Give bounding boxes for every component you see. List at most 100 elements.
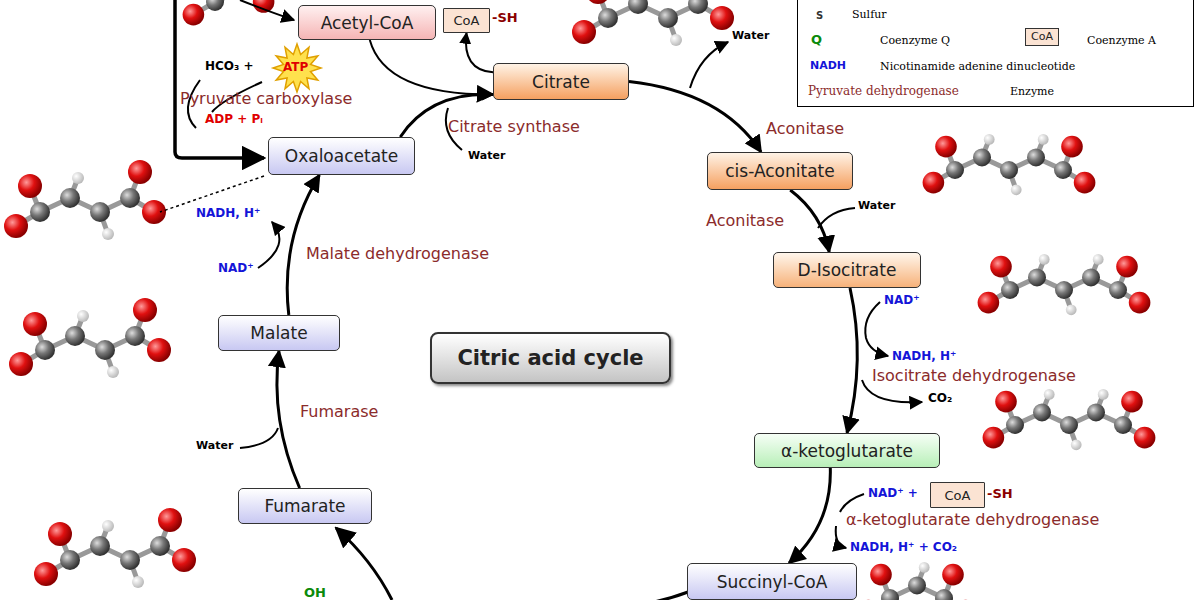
node-text: CoA [945,488,971,503]
water-curve [240,428,278,448]
legend-text: Nicotinamide adenine dinucleotide [880,61,1075,73]
metabolite-box: Oxaloacetate [268,137,415,175]
atom-ball [1098,389,1109,400]
reactant-label: NAD⁺ + [868,487,918,500]
enzyme-label: Isocitrate dehydrogenase [872,367,1076,385]
atom-ball [1074,172,1096,194]
metabolite-box: Citrate [493,63,629,100]
reactant-label: Water [196,440,233,452]
coenzyme-box: CoA [443,8,490,33]
water-curve [690,42,728,88]
node-text: Malate [250,323,307,343]
atp-star-shape [273,44,321,92]
enzyme-label: Pyruvate carboxylase [180,90,352,108]
atom-ball [1039,254,1050,265]
node-text: CoA [454,13,480,28]
metabolite-box: Malate [218,315,340,351]
atom-ball [9,352,33,376]
legend-text: Enzyme [1010,86,1054,98]
atom-ball [1087,403,1105,421]
reactant-label: ATP [283,61,308,74]
cycle-arc [336,528,392,600]
enzyme-label: Citrate synthase [448,118,580,136]
legend-sample: Pyruvate dehydrogenase [808,85,959,98]
reactant-label: Water [468,150,505,162]
atom-ball [1066,304,1077,315]
malate-nad-curve [258,222,279,268]
atom-ball [128,160,152,184]
atom-ball [1055,281,1073,299]
atom-ball [935,589,953,600]
nad-curve [865,302,888,356]
metabolite-box: Acetyl-CoA [298,5,436,40]
legend-sample: CoA [1025,28,1059,46]
legend-text: Sulfur [852,9,887,21]
atom-ball [919,562,930,573]
atom-ball [1027,148,1045,166]
atom-ball [1116,256,1138,278]
node-text: Succinyl-CoA [717,572,828,592]
metabolite-box: D-Isocitrate [773,252,921,288]
coenzyme-box: CoA [930,482,985,508]
reaction-arrow [466,33,493,72]
atom-ball [973,148,991,166]
atom-ball [30,202,50,222]
atom-ball [572,20,596,44]
legend-text: Coenzyme Q [880,35,950,47]
reactant-label: -SH [987,487,1013,501]
atom-ball [1093,254,1104,265]
legend-text: Coenzyme A [1087,35,1156,47]
atom-ball [995,391,1017,413]
atom-ball [984,134,995,145]
reactant-label: ADP + Pᵢ [205,113,263,126]
atom-ball [34,562,58,586]
reactant-label: NADH, H⁺ [196,207,260,220]
atom-ball [1134,427,1156,449]
atom-ball [1001,281,1019,299]
atom-ball [60,188,80,208]
atom-ball [1054,161,1072,179]
legend-sample: S [816,10,823,21]
atom-ball [1028,268,1046,286]
reactant-label: NADH, H⁺ [892,350,956,363]
legend-sample: Q [811,33,822,47]
nadh-curve [836,526,846,548]
node-text: α-ketoglutarate [781,441,913,461]
metabolite-box: cis-Aconitate [707,152,853,190]
water-curve [818,208,855,228]
atom-ball [147,338,171,362]
atom-ball [935,136,957,158]
atom-ball [1071,439,1082,450]
atom-ball [1129,292,1151,314]
reactant-label: Water [858,200,895,212]
atom-ball [18,174,42,198]
reaction-arrow [370,40,493,95]
atom-ball [102,520,114,532]
reactant-label: NAD⁺ [884,294,920,307]
atom-ball [1033,403,1051,421]
atom-ball [95,340,115,360]
atom-ball [158,508,182,532]
atom-ball [870,564,892,586]
enzyme-label: α-ketoglutarate dehydrogenase [846,511,1099,529]
atom-ball [670,34,682,46]
metabolite-box: α-ketoglutarate [754,433,940,468]
metabolite-box: Succinyl-CoA [687,563,857,600]
enzyme-label: Fumarase [300,403,378,421]
atom-ball [688,0,708,14]
node-text: Acetyl-CoA [321,13,414,33]
atom-ball [90,202,110,222]
atom-ball [1082,268,1100,286]
atom-ball [120,188,140,208]
atom-ball [60,550,80,570]
atom-ball [125,326,145,346]
reaction-arrow [629,82,761,153]
reactant-label: OH [304,586,326,600]
atom-ball [102,228,114,240]
reaction-arrow [789,468,830,563]
atom-ball [658,8,678,28]
node-text: Fumarate [264,496,345,516]
enzyme-label: Aconitase [706,212,784,230]
node-text: Citrate [532,72,590,92]
atom-ball [48,522,72,546]
